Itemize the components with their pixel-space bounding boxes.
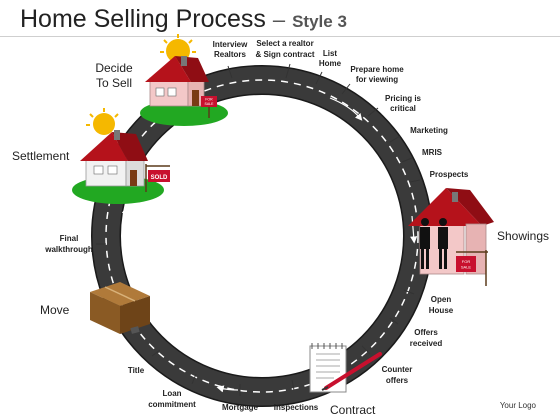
step-select-realtor-1: Select a realtor [256,39,313,48]
phase-move: Move [40,303,70,317]
for-sale-sign: FOR SALE [201,96,217,118]
arrow-left [121,206,129,233]
step-prepare-home-1: Prepare home [350,65,404,74]
footer-logo: Your Logo [499,401,536,410]
step-list-home-1: List [323,49,338,58]
step-list-home-2: Home [319,59,342,68]
step-final-2: walkthrough [44,245,93,254]
for-sale-sign: FOR SALE [456,250,488,286]
phase-contract: Contract [330,403,376,417]
svg-text:SOLD: SOLD [151,175,168,181]
step-mortgage: Mortgage [222,403,259,412]
step-ticks [96,63,421,396]
phase-decide-line2: To Sell [96,76,132,90]
step-pricing-2: critical [390,104,416,113]
sold-sign: SOLD [145,164,170,192]
svg-text:FOR: FOR [205,98,213,102]
step-counter-1: Counter [382,365,413,374]
title-rule [0,36,560,37]
roof [145,56,191,82]
step-title: Title [128,366,145,375]
svg-text:FOR: FOR [462,259,471,264]
phase-settlement: Settlement [12,149,70,163]
phase-decide-line1: Decide [95,61,133,75]
house-settlement: SOLD [72,108,170,204]
arrow-bottom [216,385,239,393]
step-loan-1: Loan [162,389,181,398]
step-pricing-1: Pricing is [385,94,422,103]
step-mris: MRIS [422,148,443,157]
step-inspections: Inspections [274,403,319,412]
step-counter-2: offers [386,376,409,385]
phase-showings: Showings [497,229,549,243]
step-final-1: Final [60,234,79,243]
step-prepare-home-2: for viewing [356,75,398,84]
arrow-right [410,215,418,244]
road-ring [91,65,433,407]
moving-box-icon [90,282,150,334]
step-offers-2: received [410,339,443,348]
direction-arrows [121,97,418,393]
pen-icon [321,352,382,391]
arrow-top-right [329,97,363,121]
svg-text:SALE: SALE [205,102,215,106]
contract-document-icon [309,343,382,393]
step-interview-realtors-2: Realtors [214,50,247,59]
house-showings: FOR SALE [408,188,494,286]
lane-markings [105,79,419,393]
step-marketing: Marketing [410,126,448,135]
title-dash: – [272,7,286,32]
step-prospects: Prospects [430,170,469,179]
step-open-house-2: House [429,306,454,315]
step-open-house-1: Open [431,295,452,304]
house-decide-to-sell: FOR SALE [140,34,228,126]
step-loan-2: commitment [148,400,196,409]
title-main: Home Selling Process [20,5,266,33]
page-title: Home Selling Process – Style 3 [20,4,347,37]
step-select-realtor-2: & Sign contract [255,50,314,59]
people-icon [420,218,448,269]
step-offers-1: Offers [414,328,438,337]
title-style: Style 3 [292,12,347,31]
step-interview-realtors-1: Interview [213,40,248,49]
sun-icon [86,108,119,135]
svg-text:SALE: SALE [461,265,472,270]
